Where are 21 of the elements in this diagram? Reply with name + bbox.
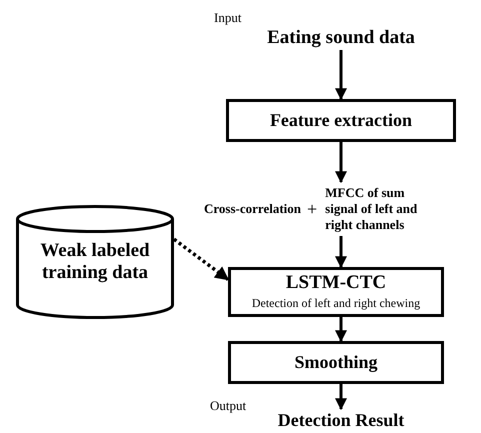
box-title: Smoothing <box>294 352 378 372</box>
side-label: Input <box>214 10 242 26</box>
arrow <box>335 384 347 410</box>
dotted-arrow <box>172 238 230 281</box>
feature-label: MFCC of sum signal of left and right channels <box>325 184 418 234</box>
process-box <box>226 99 456 142</box>
plus-sign: + <box>307 198 318 220</box>
process-box <box>228 267 444 317</box>
arrow <box>335 50 347 100</box>
process-box <box>228 341 444 384</box>
text-label: Eating sound data <box>251 26 431 50</box>
database-label: Weak labeled training data <box>39 240 151 284</box>
side-label: Output <box>210 398 246 414</box>
arrow <box>335 317 347 342</box>
feature-label: Cross-correlation <box>204 200 301 218</box>
box-subtitle: Detection of left and right chewing <box>252 296 420 311</box>
arrow <box>335 142 347 184</box>
box-title: LSTM-CTC <box>286 273 386 294</box>
box-title: Feature extraction <box>270 110 412 130</box>
text-label: Detection Result <box>256 409 426 431</box>
arrow <box>335 236 347 268</box>
